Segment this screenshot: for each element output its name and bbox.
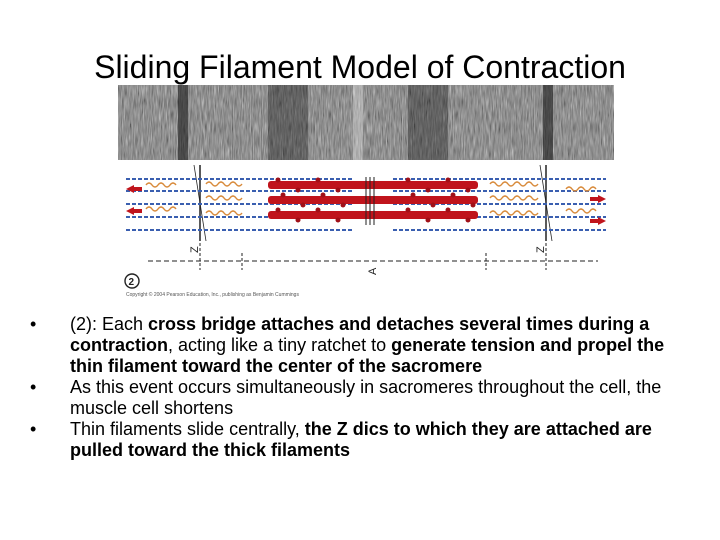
slide-title: Sliding Filament Model of Contraction [94,49,626,85]
micrograph-image [118,85,614,160]
text-run: Thin filaments slide centrally, [70,419,305,439]
bullet-item-3: • Thin filaments slide centrally, the Z … [30,419,690,461]
a-band-label: A [367,267,379,275]
bullet-marker: • [30,377,37,397]
figure-copyright: Copyright © 2004 Pearson Education, Inc.… [126,291,299,298]
text-run-bold: cross bridge attaches and detaches sever… [70,314,650,355]
bullet-marker: • [30,419,37,439]
text-run-bold: the Z dics to which they are attached ar… [70,419,652,460]
panel-label-circle [124,273,140,289]
panel-label: 2 [129,277,135,288]
bullet-text: Thin filaments slide centrally, the Z di… [70,419,652,460]
z-label-right: Z [535,246,547,253]
z-label-left: Z [189,246,201,253]
bullet-list: • (2): Each cross bridge attaches and de… [30,314,690,461]
text-run: (2): Each [70,314,149,334]
text-run-bold: generate tension and propel the thin fil… [70,335,665,376]
thick-filaments [268,177,478,225]
sliding-arrows [126,185,606,225]
sarcomere-figure: Z Z A 2 Copyright © 2004 Pearson Educati… [118,85,614,300]
bullet-marker: • [30,314,37,334]
bullet-item-2: • As this event occurs simultaneously in… [30,377,690,419]
bullet-text: (2): Each cross bridge attaches and deta… [70,314,664,376]
bullet-text: As this event occurs simultaneously in s… [70,377,661,418]
thin-filaments [126,178,606,231]
titin-springs [145,181,597,216]
text-run: , acting like a tiny ratchet to [168,335,392,355]
band-markers [148,243,598,270]
text-run: As this event occurs simultaneously in s… [70,377,662,418]
bullet-item-1: • (2): Each cross bridge attaches and de… [30,314,690,377]
